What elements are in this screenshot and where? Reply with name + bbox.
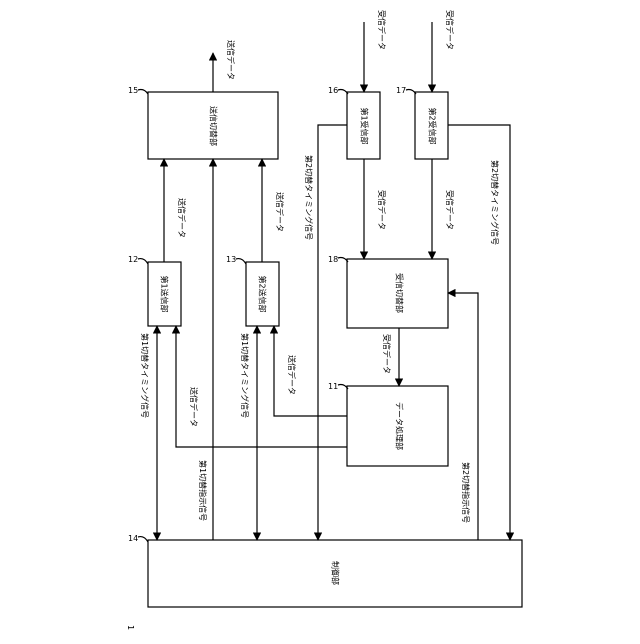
controller-label: 制御部 (331, 561, 341, 585)
timing2-17-line (448, 125, 510, 540)
tx-data-12-label: 送信データ (177, 198, 187, 238)
ref-15: 15 (128, 86, 138, 95)
instr2-label: 第2切替指示信号 (461, 462, 471, 523)
ref-13: 13 (226, 255, 236, 264)
rx-data-in-2-label: 受信データ (445, 10, 455, 50)
tx-data-out-label: 送信データ (226, 40, 236, 80)
ref13-leader (236, 259, 246, 264)
rx-data-17-label: 受信データ (445, 190, 455, 230)
timing1-12-label: 第1切替タイミング信号 (140, 333, 150, 418)
timing2-17-label: 第2切替タイミング信号 (490, 160, 500, 245)
rx-data-18-label: 受信データ (382, 334, 392, 374)
ref-11: 11 (328, 382, 338, 391)
ref14-leader (138, 537, 148, 542)
rx-data-16-label: 受信データ (377, 190, 387, 230)
data-processing-label: データ処理部 (395, 402, 405, 450)
ref15-leader (138, 90, 148, 95)
rx-data-in-1-label: 受信データ (377, 10, 387, 50)
tx-switch-label: 送信切替部 (209, 106, 219, 146)
dp-to-tx12-line (176, 326, 347, 447)
ref12-leader (138, 259, 148, 264)
instr1-label: 第1切替指示信号 (198, 460, 208, 521)
timing2-16-line (318, 125, 347, 540)
dp-to-tx13-line (274, 326, 347, 416)
ref-14: 14 (128, 534, 138, 543)
ref-18: 18 (328, 255, 338, 264)
second-tx-label: 第2送信部 (258, 275, 268, 312)
timing2-16-label: 第2切替タイミング信号 (304, 155, 314, 240)
rx-switch-label: 受信切替部 (395, 273, 405, 313)
first-tx-label: 第1送信部 (160, 275, 170, 312)
figure-number: 1 (126, 625, 135, 630)
tx-data-13-label: 送信データ (275, 192, 285, 232)
tx-data-11-12-label: 送信データ (189, 387, 199, 427)
ref-12: 12 (128, 255, 138, 264)
first-rx-label: 第1受信部 (360, 107, 370, 144)
second-rx-label: 第2受信部 (428, 107, 438, 144)
timing1-13-label: 第1切替タイミング信号 (240, 333, 250, 418)
tx-data-11-13-label: 送信データ (287, 355, 297, 395)
ref-17: 17 (396, 86, 406, 95)
ref-16: 16 (328, 86, 338, 95)
